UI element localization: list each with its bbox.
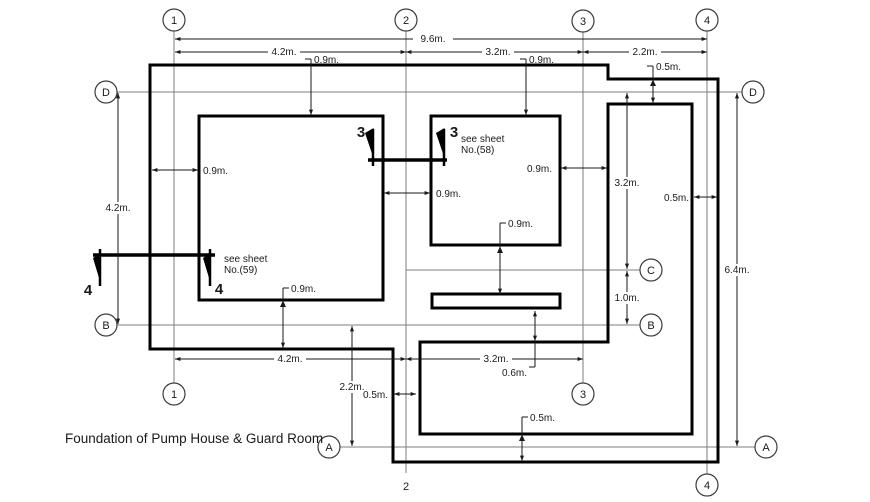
dim-leader-room-bottom-left: [280, 287, 289, 348]
dim-label-top-total: 9.6m.: [420, 34, 445, 45]
bubble-label-B-left: B: [102, 320, 109, 332]
bubble-rowD-left: [94, 80, 118, 104]
note-sheet-59-line1: see sheet: [224, 254, 268, 265]
bubble-label-3-bottom: 3: [580, 389, 586, 401]
bubble-label-B-right: B: [647, 320, 654, 332]
dim-label-bottom-2-3: 3.2m.: [483, 354, 508, 365]
dim-label-wall-lower-bottom: 0.5m.: [530, 413, 555, 424]
bubble-label-A-right: A: [762, 442, 770, 454]
note-sheet-59-line2: No.(59): [224, 265, 257, 276]
dim-leader-bar-gap: [529, 311, 538, 368]
left-room-footing: [197, 114, 385, 302]
bubble-rowA-left: [317, 435, 341, 459]
bubble-rowA-right: [754, 435, 778, 459]
section-label-4-right: 4: [215, 281, 224, 298]
grid-lines: [117, 31, 755, 474]
dim-label-left-D-B: 4.2m.: [105, 203, 130, 214]
dim-label-room-bottom-left: 0.9m.: [291, 284, 316, 295]
section-label-3-right: 3: [450, 124, 458, 141]
bubble-rowC-right: [639, 258, 663, 282]
section-marker-3: [365, 128, 447, 166]
dim-label-wall-top-mid: 0.9m.: [529, 55, 554, 66]
section-marker-4: [93, 249, 215, 286]
bubble-rowB-left: [94, 313, 118, 337]
dim-label-wall-top-right: 0.5m.: [656, 62, 681, 73]
bubble-col3-top: [571, 9, 595, 33]
grid-label-2-bottom: 2: [403, 481, 409, 493]
section-arrow-4-left: [93, 253, 101, 283]
bubble-label-C-right: C: [647, 265, 655, 277]
bubble-label-4-bottom: 4: [704, 480, 710, 492]
dim-label-top-3-4: 2.2m.: [632, 47, 657, 58]
dim-label-right-C-B: 1.0m.: [614, 293, 639, 304]
labels: 1 2 3 4 1 3 4 2 D B D C B A A 9.6m. 4.2m…: [65, 15, 770, 493]
note-sheet-58-line1: see sheet: [461, 134, 505, 145]
inner-wall-lower-right: [418, 102, 694, 436]
dim-label-right-D-C: 3.2m.: [614, 178, 639, 189]
dim-label-wall-lower-left: 0.5m.: [363, 390, 388, 401]
bubble-rowB-right: [639, 313, 663, 337]
dim-label-wall-left: 0.9m.: [203, 166, 228, 177]
bubble-col1-top: [162, 8, 186, 32]
bubble-col2-top: [394, 8, 418, 32]
dim-label-rooms-gap: 0.9m.: [436, 189, 461, 200]
dim-label-right-total: 6.4m.: [724, 265, 749, 276]
dim-label-room-bottom-mid: 0.9m.: [508, 219, 533, 230]
bubble-col4-bottom: [695, 473, 719, 497]
dim-leader-wall-top-mid: [520, 58, 529, 115]
bubble-label-3-top: 3: [580, 16, 586, 28]
strip-footing-bar: [430, 292, 562, 310]
bubble-rowD-right: [741, 80, 765, 104]
dim-label-left-B-A: 2.2m.: [339, 382, 364, 393]
section-label-3-left: 3: [357, 124, 365, 141]
section-arrow-3-right: [436, 128, 445, 158]
bubble-label-D-right: D: [749, 87, 757, 99]
bubble-col1-bottom: [162, 382, 186, 406]
dim-label-backgrounds: [103, 33, 753, 393]
dim-label-top-1-2: 4.2m.: [271, 47, 296, 58]
section-arrow-3-left: [365, 128, 374, 158]
dim-label-wall-top-left: 0.9m.: [314, 55, 339, 66]
bubble-label-2-top: 2: [403, 15, 409, 27]
dim-label-bar-gap: 0.6m.: [502, 368, 527, 379]
note-sheet-58-line2: No.(58): [461, 145, 494, 156]
bubble-col4-top: [695, 8, 719, 32]
bubble-label-D-left: D: [102, 87, 110, 99]
foundation-walls: [148, 63, 720, 464]
outer-wall: [148, 63, 720, 464]
section-label-4-left: 4: [84, 282, 93, 299]
section-arrow-4-right: [203, 253, 211, 283]
dim-leader-wall-lower-bottom: [519, 416, 528, 461]
dim-label-room-right-gap: 0.9m.: [527, 164, 552, 175]
bubble-label-4-top: 4: [704, 15, 710, 27]
dim-label-top-2-3: 3.2m.: [485, 47, 510, 58]
bubble-col3-bottom: [571, 382, 595, 406]
dim-leader-wall-top-left: [305, 58, 314, 115]
dim-leader-room-bottom-mid: [497, 222, 506, 294]
dim-label-bottom-1-2: 4.2m.: [277, 354, 302, 365]
bubble-label-A-left: A: [325, 442, 333, 454]
grid-bubbles: [94, 8, 778, 497]
dim-label-wall-right: 0.5m.: [664, 193, 689, 204]
middle-room-footing: [429, 114, 562, 247]
bubble-label-1-bottom: 1: [171, 389, 177, 401]
dim-leader-wall-top-right: [647, 65, 656, 103]
bubble-label-1-top: 1: [171, 15, 177, 27]
drawing-title: Foundation of Pump House & Guard Room: [65, 431, 323, 446]
